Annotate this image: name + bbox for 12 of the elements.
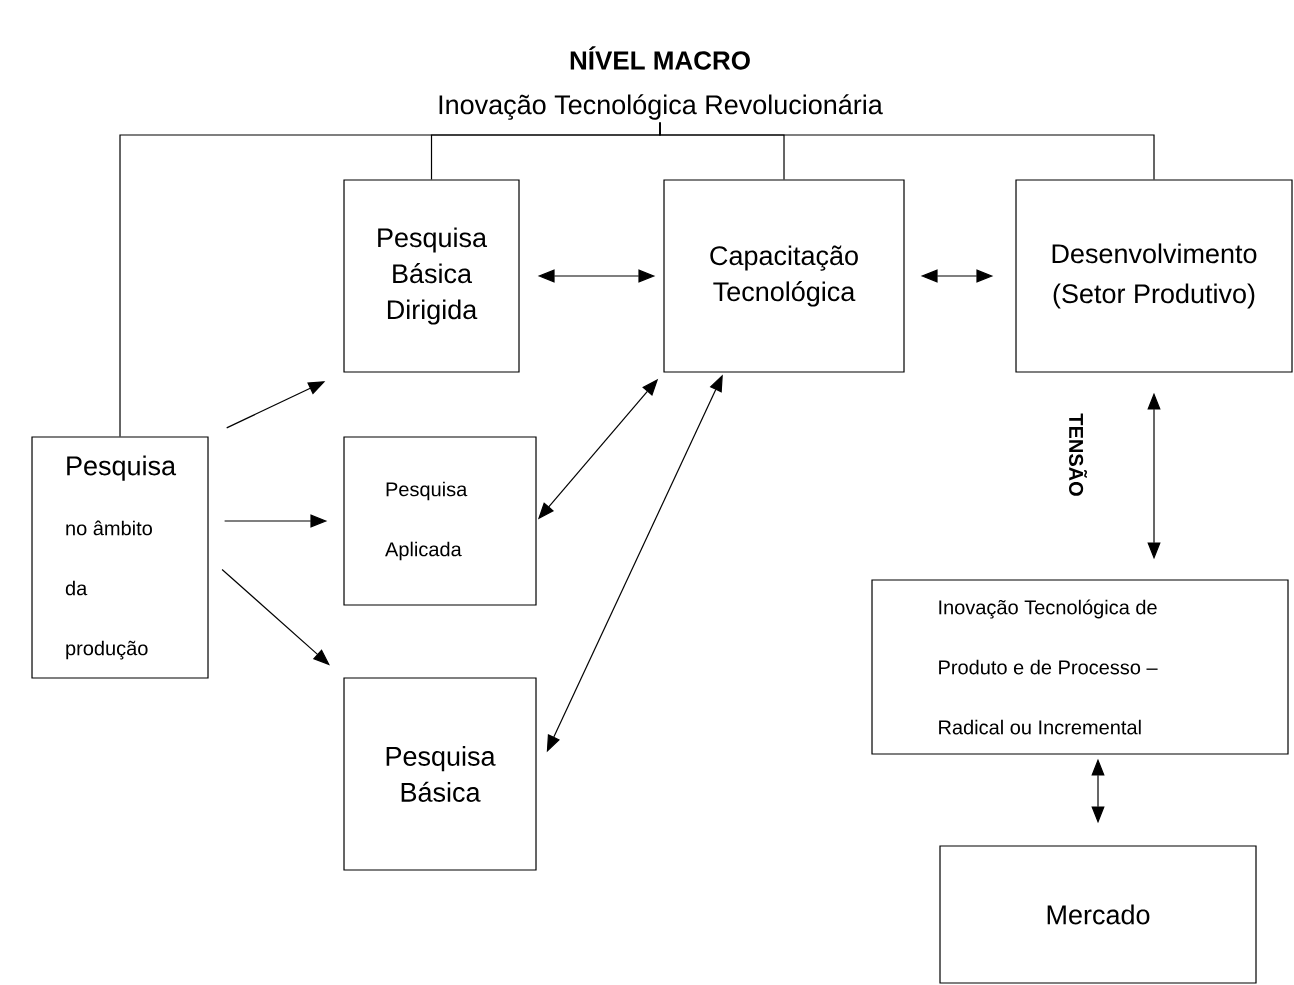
process-box: Mercado: [939, 845, 1257, 984]
process-box: Pesquisa Básica Dirigida: [343, 179, 520, 373]
process-box: Desenvolvimento (Setor Produtivo): [1015, 179, 1293, 373]
title: NÍVEL MACRO: [570, 46, 750, 70]
process-box: Capacitação Tecnológica: [663, 179, 905, 373]
process-box: Pesquisa Aplicada: [343, 436, 537, 606]
process-box: Pesquisa no âmbito da produção: [31, 436, 209, 679]
process-box: Inovação Tecnológica de Produto e de Processo – Radical ou Incremental: [871, 579, 1289, 755]
side-label: TENSÃO: [1069, 413, 1087, 496]
branch-label: Inovação Tecnológica Revolucionária: [439, 94, 883, 120]
process-box: Pesquisa Básica: [343, 677, 537, 871]
connector-line: [659, 121, 1155, 180]
